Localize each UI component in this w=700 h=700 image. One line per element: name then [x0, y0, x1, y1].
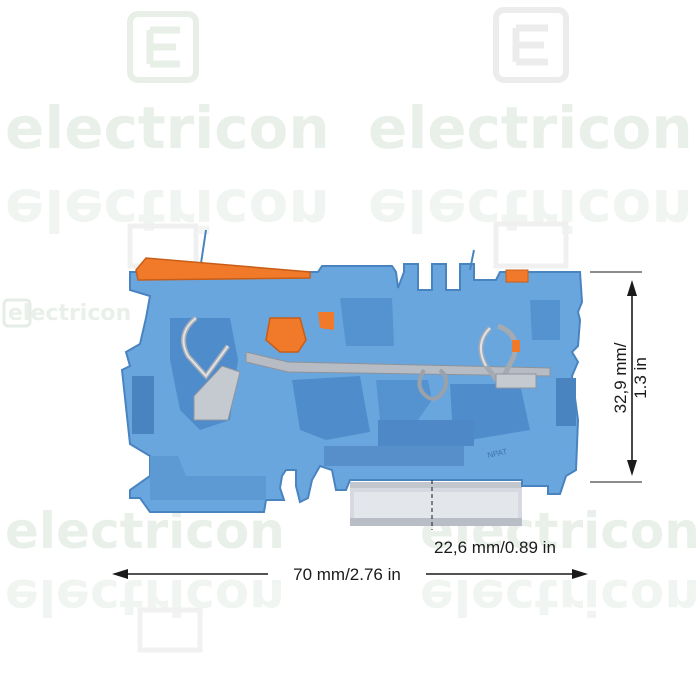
- watermark-brand-reflection: electricon: [420, 568, 700, 626]
- width-label: 70 mm/2.76 in: [293, 565, 401, 584]
- arrow-up-icon: [627, 280, 637, 296]
- dimension-depth: 22,6 mm/0.89 in: [431, 480, 556, 557]
- watermark-brand-reflection: electricon: [5, 568, 285, 626]
- height-label-line2: 1.3 in: [631, 357, 650, 399]
- din-rail: [350, 482, 522, 526]
- arrow-left-icon: [112, 569, 128, 579]
- watermark-layer: electricon electricon electricon electri…: [2, 7, 700, 653]
- watermark-brand: electricon: [5, 94, 330, 162]
- dimension-width: 70 mm/2.76 in: [112, 565, 588, 584]
- busbar: [245, 351, 551, 377]
- housing-marking: NPAT: [487, 447, 509, 460]
- watermark-brand: electricon: [368, 94, 693, 162]
- actuator-orange: [265, 317, 307, 353]
- operating-lever: [135, 257, 311, 281]
- watermark-logo-icon: [127, 11, 199, 83]
- terminal-block: NPAT: [120, 229, 584, 513]
- watermark-logo-icon: [493, 7, 569, 83]
- actuator-orange-right: [505, 269, 529, 283]
- spring-clamp-left: [181, 316, 241, 421]
- watermark-brand-reflection: electricon: [5, 176, 330, 244]
- depth-label: 22,6 mm/0.89 in: [434, 538, 556, 557]
- watermark-brand: electricon: [8, 301, 131, 326]
- dimension-height: 32,9 mm/ 1.3 in: [590, 271, 650, 483]
- height-label-line1: 32,9 mm/: [611, 342, 630, 413]
- arrow-down-icon: [627, 460, 637, 476]
- arrow-right-icon: [572, 569, 588, 579]
- spring-clamp-right: [478, 323, 537, 389]
- watermark-brand-reflection: electricon: [368, 176, 693, 244]
